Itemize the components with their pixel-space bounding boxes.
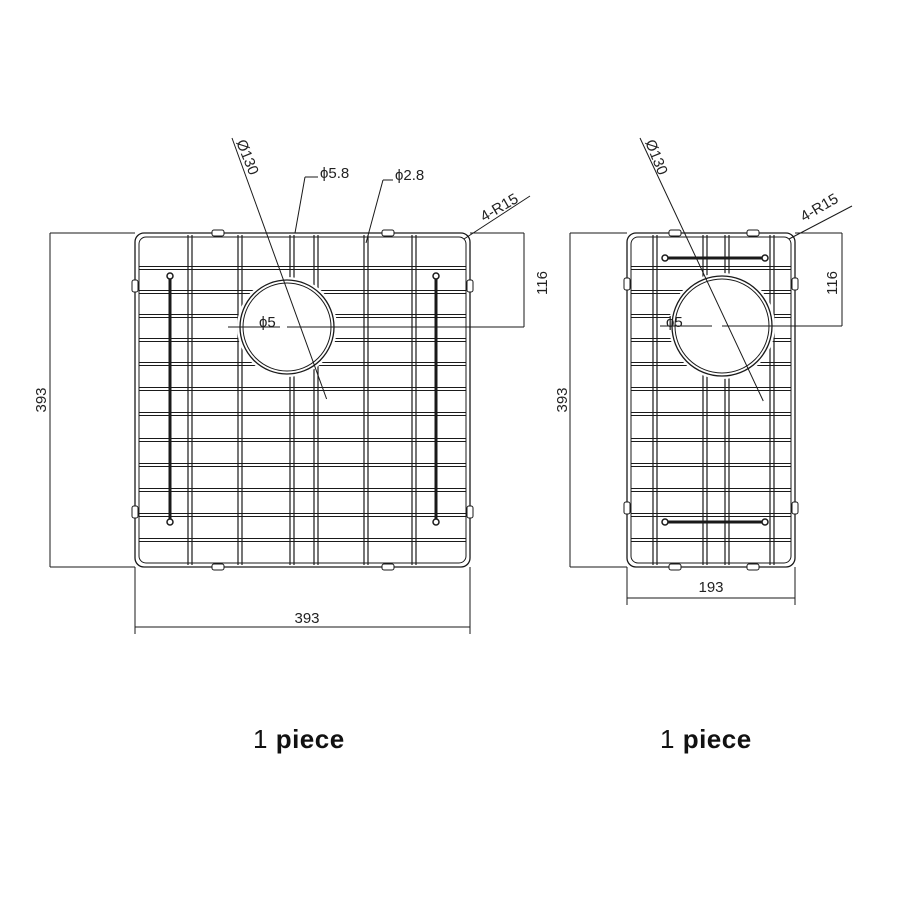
bumper	[466, 505, 474, 519]
large-corner-label: 4-R15	[478, 190, 522, 225]
caption-qty: 1	[660, 724, 675, 754]
large-grid-caption: 1 piece	[253, 724, 345, 755]
caption-unit: piece	[275, 724, 345, 754]
hole-diameter-leader	[231, 137, 328, 400]
bumper	[623, 277, 631, 291]
caption-qty: 1	[253, 724, 268, 754]
large-rim-wire-label: ϕ5.8	[320, 165, 349, 182]
bumper	[381, 563, 395, 571]
bumper	[466, 279, 474, 293]
rim-wire-leader	[294, 176, 306, 234]
small-width-label: 193	[698, 579, 723, 596]
large-wire-label: ϕ5	[259, 314, 276, 331]
corner-leader	[463, 195, 531, 240]
foot	[661, 518, 669, 526]
small-grid-drawing	[569, 137, 853, 605]
large-thin-wire-label: ϕ2.8	[395, 167, 424, 184]
outer-frame	[626, 232, 796, 568]
small-height-label: 393	[554, 387, 571, 412]
bumper	[746, 229, 760, 237]
small-wire-label: ϕ5	[666, 314, 683, 331]
small-offset-label: 116	[824, 271, 841, 295]
outer-frame	[134, 232, 471, 568]
thin-wire-leader	[365, 179, 384, 244]
bumper	[746, 563, 760, 571]
small-grid-caption: 1 piece	[660, 724, 752, 755]
corner-leader	[788, 205, 853, 240]
large-hole-label: Ø130	[232, 137, 262, 177]
bumper	[131, 279, 139, 293]
bumper	[381, 229, 395, 237]
large-width-label: 393	[294, 610, 319, 627]
bumper	[211, 563, 225, 571]
large-grid-drawing	[49, 137, 531, 634]
bumper	[791, 277, 799, 291]
bumper	[668, 563, 682, 571]
caption-unit: piece	[682, 724, 752, 754]
foot	[661, 254, 669, 262]
bumper	[131, 505, 139, 519]
foot	[432, 272, 440, 280]
bumper	[668, 229, 682, 237]
inner-frame	[630, 236, 792, 564]
wire-bars	[631, 235, 791, 565]
foot	[166, 272, 174, 280]
small-hole-label: Ø130	[641, 137, 671, 177]
bumper	[211, 229, 225, 237]
large-height-label: 393	[33, 387, 50, 412]
hole-diameter-leader	[639, 137, 764, 402]
foot	[432, 518, 440, 526]
foot	[166, 518, 174, 526]
large-offset-label: 116	[534, 271, 551, 295]
bumper	[623, 501, 631, 515]
small-corner-label: 4-R15	[798, 190, 842, 225]
inner-frame	[138, 236, 467, 564]
foot	[761, 254, 769, 262]
bumper	[791, 501, 799, 515]
foot	[761, 518, 769, 526]
wire-bars	[139, 235, 466, 565]
